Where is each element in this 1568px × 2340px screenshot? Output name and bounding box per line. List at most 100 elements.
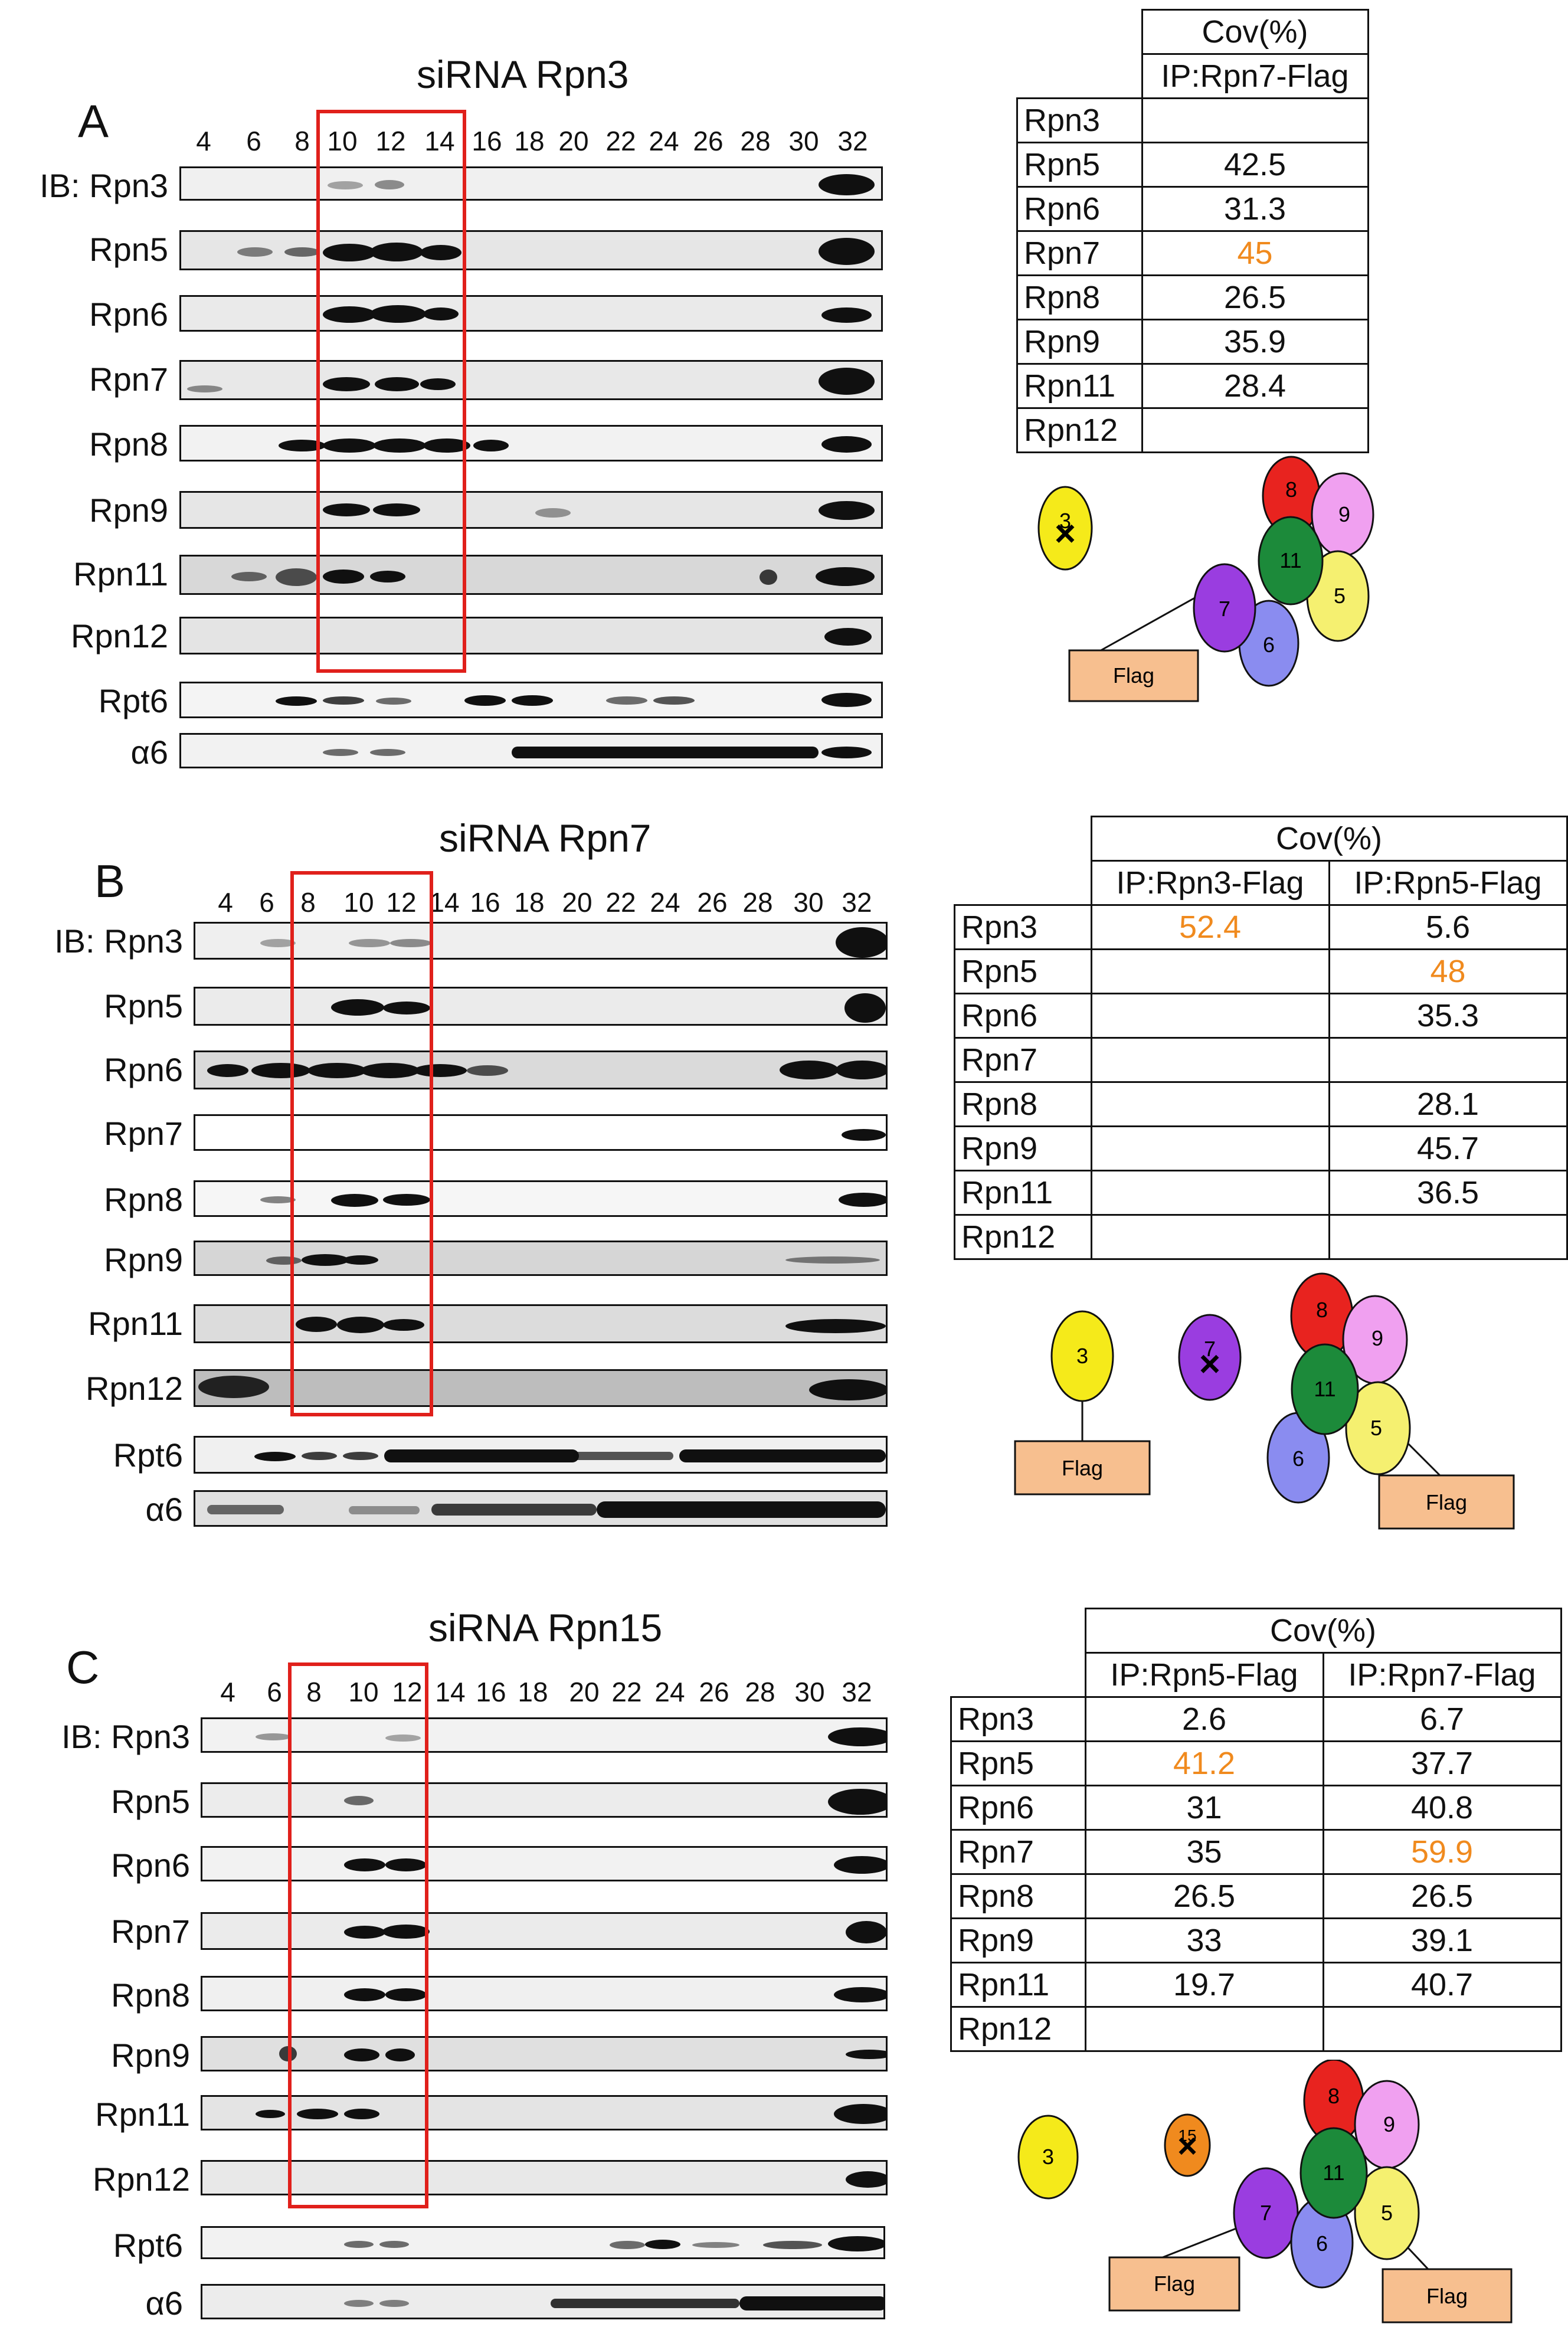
blot-protein: Rpn8 — [104, 1181, 183, 1218]
lane-number: 18 — [514, 126, 545, 156]
column-header: IP:Rpn5-Flag — [1084, 1652, 1324, 1698]
blot-strip — [194, 1490, 888, 1527]
blot-strip — [201, 2095, 888, 2130]
blot-row: Rpt6 — [0, 1436, 944, 1477]
blot-row: α6 — [0, 1490, 944, 1531]
lane-number: 6 — [267, 1677, 282, 1707]
band — [256, 1733, 291, 1740]
flag-label: Flag — [1426, 1490, 1467, 1514]
table-corner — [1017, 10, 1143, 54]
band — [279, 440, 326, 451]
blot-row: Rpt6 — [0, 682, 944, 723]
subunit-9-label: 9 — [1383, 2112, 1395, 2136]
column-header: IP:Rpn7-Flag — [1322, 1652, 1562, 1698]
lane-number: 12 — [375, 126, 406, 156]
band — [343, 1452, 378, 1460]
lane-number: 24 — [650, 887, 680, 918]
band — [302, 1254, 349, 1266]
cell — [1090, 948, 1330, 994]
band — [384, 1449, 579, 1462]
band — [606, 696, 647, 705]
lane-number: 28 — [740, 126, 771, 156]
blot-strip — [194, 1050, 888, 1089]
band — [260, 939, 296, 947]
blot-strip — [194, 1180, 888, 1217]
band — [284, 247, 320, 257]
blot-row: α6 — [0, 2284, 944, 2325]
lane-number: 8 — [300, 887, 316, 918]
band — [276, 696, 317, 706]
blot-label: IB: Rpn3 — [54, 922, 183, 960]
subunit-3-label: 3 — [1076, 1344, 1088, 1368]
column-header: IP:Rpn3-Flag — [1090, 860, 1330, 906]
flag-tag — [1108, 2256, 1240, 2312]
band — [373, 503, 420, 516]
band — [828, 1789, 886, 1815]
lane-number: 28 — [742, 887, 773, 918]
row-label: Rpn7 — [954, 1037, 1092, 1083]
subunit-11-label: 11 — [1314, 1377, 1335, 1401]
blot-row: Rpn11 — [0, 555, 944, 596]
cell: 26.5 — [1084, 1873, 1324, 1919]
row-label: Rpn12 — [950, 2006, 1086, 2052]
cell: 40.7 — [1322, 1962, 1562, 2008]
band — [383, 1194, 430, 1206]
blot-protein: Rpn6 — [104, 1051, 183, 1088]
row-label: Rpn7 — [950, 1829, 1086, 1875]
band — [254, 1452, 296, 1461]
band — [828, 2236, 883, 2251]
knockdown-x-icon: × — [1055, 513, 1076, 554]
highlight-box — [290, 871, 433, 1416]
band — [344, 1858, 385, 1871]
blot-row: Rpn8 — [0, 1180, 944, 1222]
lane-number: 30 — [788, 126, 819, 156]
blot-protein: Rpn3 — [89, 167, 168, 204]
band — [512, 747, 819, 758]
lane-number: 12 — [392, 1677, 423, 1707]
blot-row: Rpn5 — [0, 987, 944, 1028]
band — [610, 2241, 645, 2249]
band — [237, 247, 273, 257]
subunit-5-ellipse — [1345, 1381, 1411, 1475]
blot-protein: Rpn12 — [92, 2161, 190, 2198]
blot-label: IB: Rpn3 — [61, 1717, 190, 1756]
cell: 45.7 — [1328, 1125, 1568, 1171]
table-corner — [955, 861, 1092, 905]
band — [323, 503, 370, 516]
lane-number: 16 — [472, 126, 502, 156]
highlight-box — [288, 1662, 428, 2208]
blot-strip — [194, 1304, 888, 1343]
cell — [1141, 407, 1369, 453]
band — [297, 2109, 338, 2119]
complex-diagram: 3 Flag 7 × Flag 8 9 5 6 11 — [1014, 1272, 1515, 1530]
flag-connector — [1162, 2224, 1246, 2259]
subunit-7-label: 7 — [1260, 2201, 1272, 2225]
band — [464, 695, 506, 706]
cell — [1084, 2006, 1324, 2052]
lane-number: 24 — [654, 1677, 685, 1707]
cell-highlight: 41.2 — [1084, 1740, 1324, 1786]
blot-row: Rpn8 — [0, 425, 944, 466]
lane-numbers: 4 6 8 10 12 14 16 18 20 22 24 26 28 30 3… — [0, 886, 944, 922]
blot-row: Rpn9 — [0, 491, 944, 532]
band — [846, 2050, 886, 2059]
band — [423, 438, 470, 453]
column-header: IP:Rpn5-Flag — [1328, 860, 1568, 906]
band — [361, 1063, 420, 1078]
lane-number: 30 — [793, 887, 824, 918]
band — [323, 244, 376, 261]
cell — [1090, 1081, 1330, 1127]
panel-letter: A — [78, 95, 109, 147]
blot-strip — [201, 1846, 888, 1881]
band — [763, 2241, 822, 2249]
subunit-3-ellipse — [1017, 2115, 1079, 2200]
cell: 35.9 — [1141, 319, 1369, 365]
blot-strip — [194, 1241, 888, 1276]
blot-protein: Rpn5 — [104, 987, 183, 1025]
lane-number: 14 — [429, 887, 460, 918]
panel-title: siRNA Rpn15 — [428, 1606, 663, 1650]
band — [376, 698, 411, 705]
blot-protein: Rpn9 — [111, 2037, 190, 2074]
